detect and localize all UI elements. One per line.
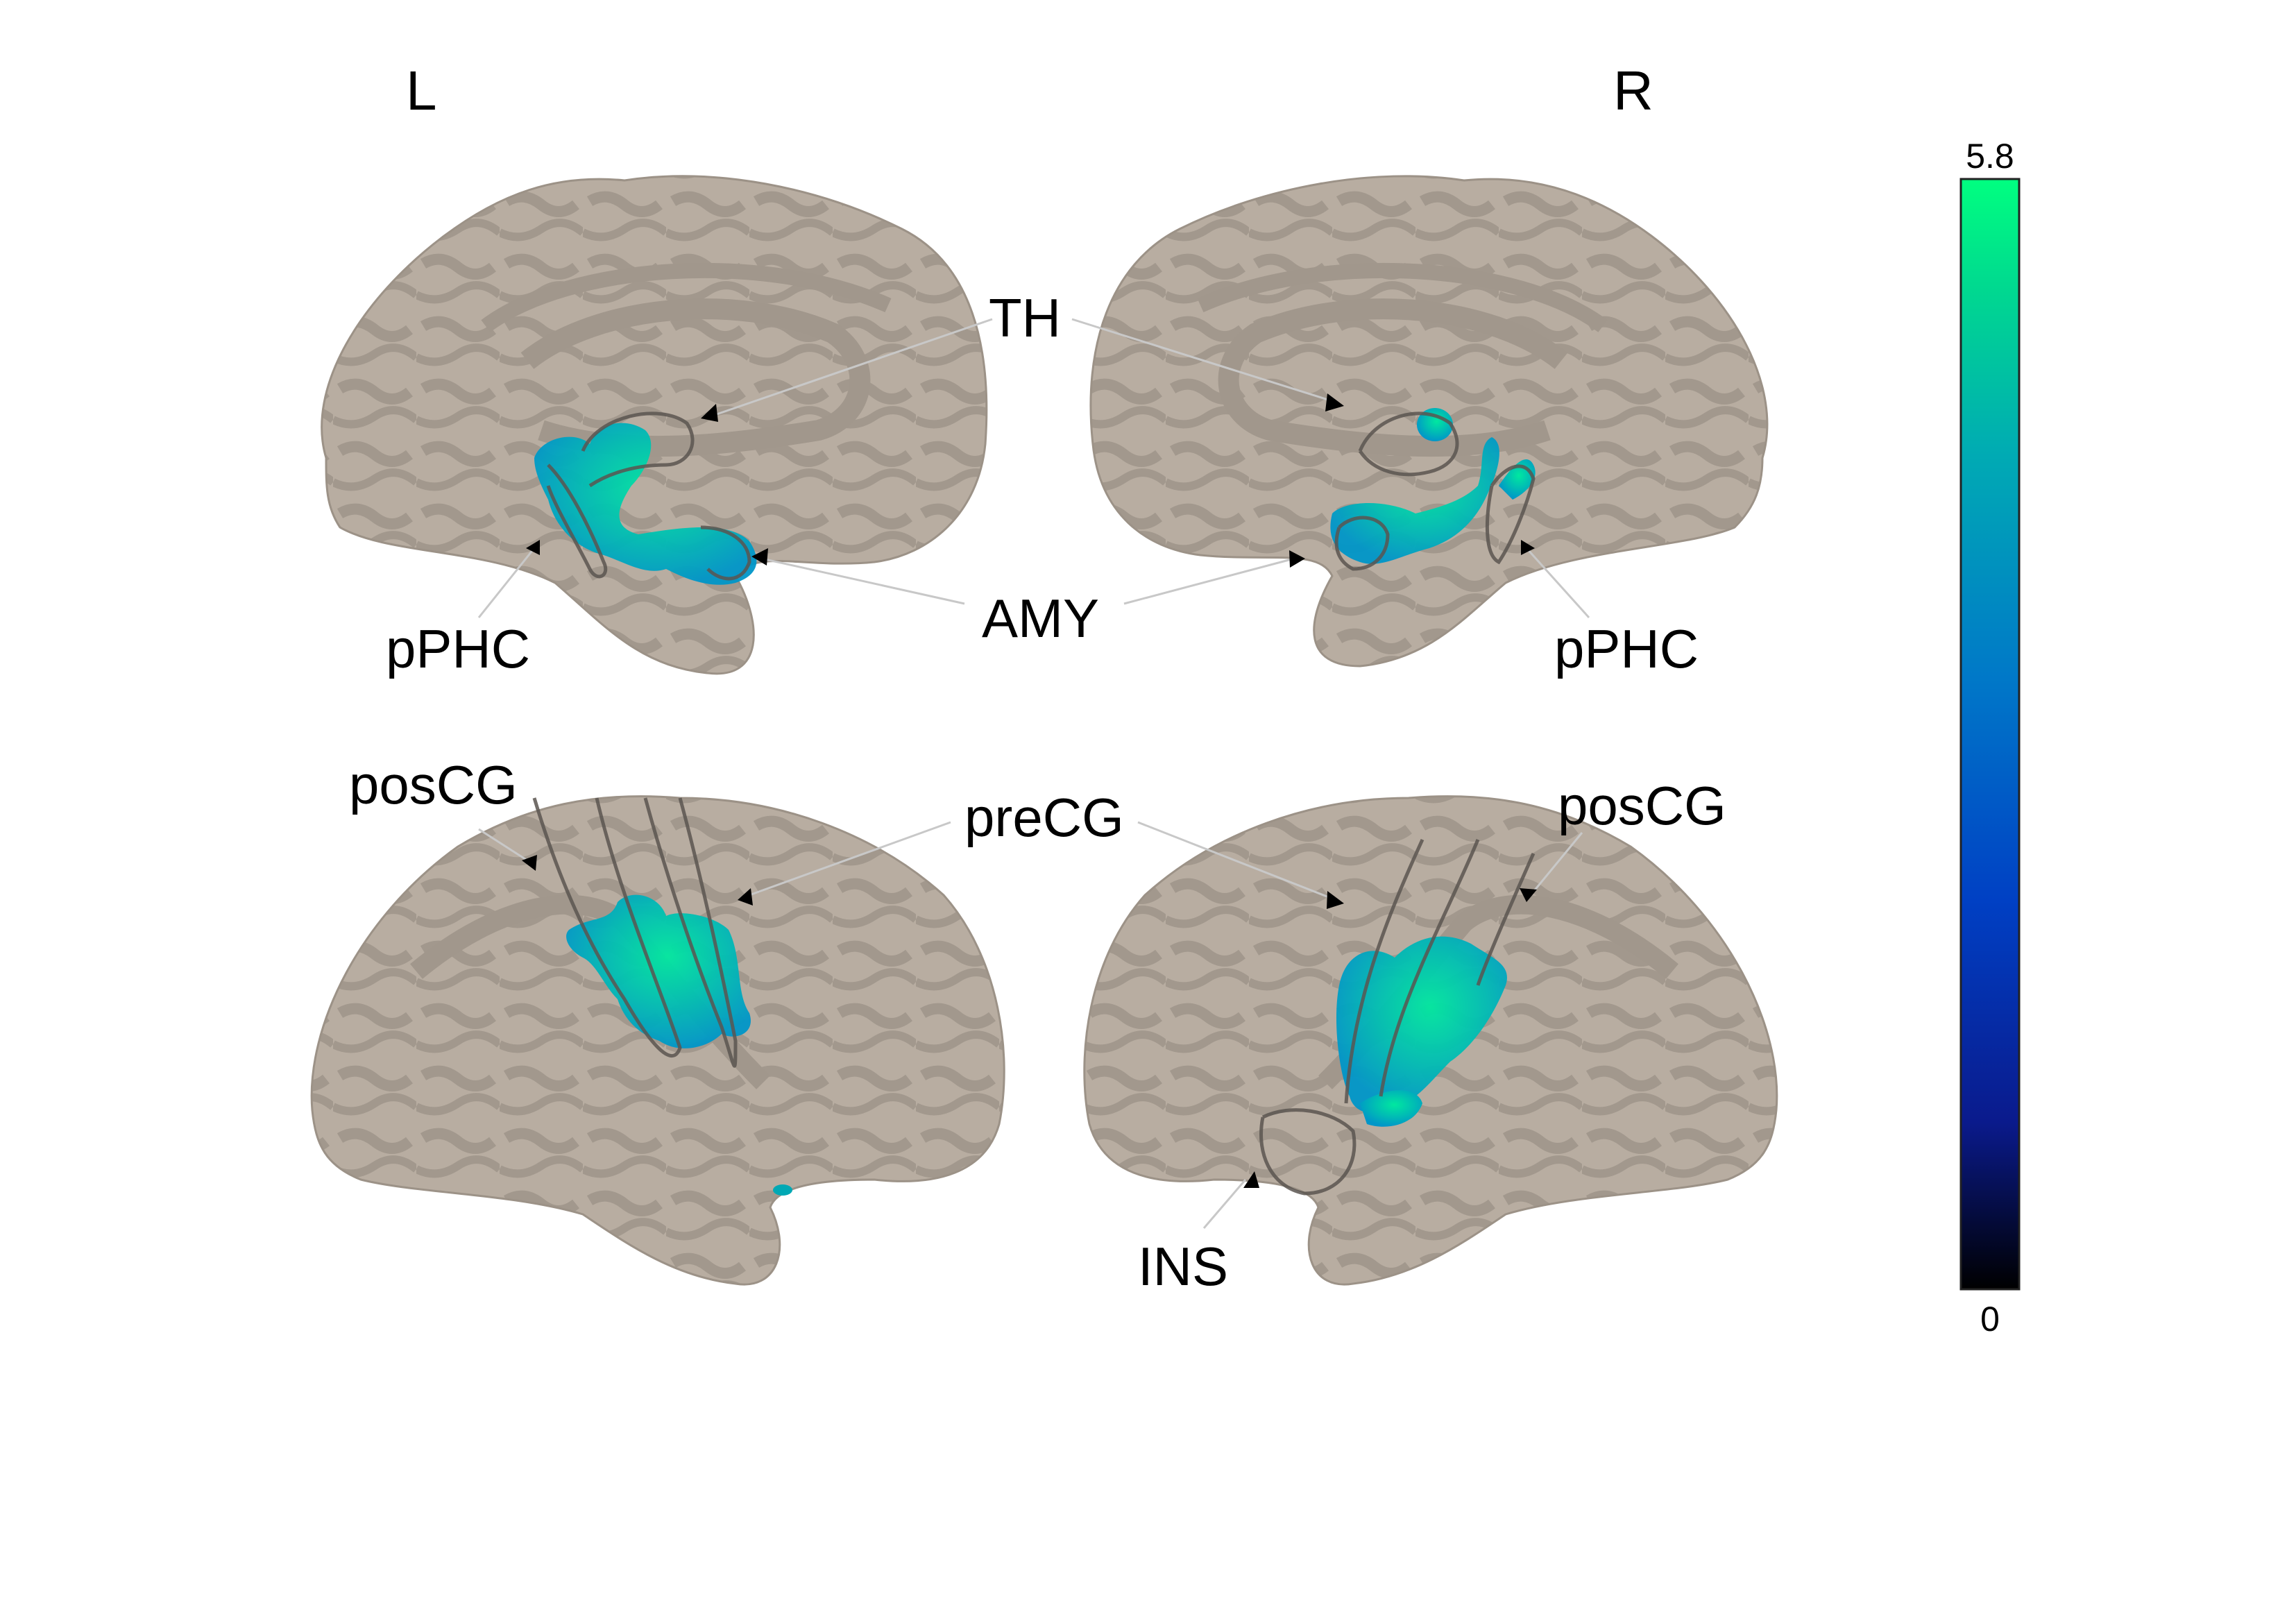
left-hemisphere-label: L <box>406 60 437 121</box>
label-poscg-right: posCG <box>1558 775 1726 836</box>
left-lateral-outlines <box>532 797 738 1068</box>
left-medial-outlines <box>546 411 751 581</box>
arrowhead-pphc-left <box>526 540 540 555</box>
left-medial-brain <box>321 175 988 675</box>
arrowhead-th-right <box>1325 393 1344 411</box>
arrowhead-ins <box>1243 1171 1259 1188</box>
arrowhead-amy-left <box>751 548 768 566</box>
label-poscg-left: posCG <box>349 754 518 815</box>
colorbar-min-label: 0 <box>1980 1300 2000 1339</box>
right-lateral-outlines <box>1259 838 1536 1196</box>
arrowhead-th-left <box>701 404 718 422</box>
annotation-arrowheads <box>522 393 1537 1188</box>
right-lateral-activation <box>1336 936 1507 1127</box>
arrowhead-pphc-right <box>1521 540 1535 555</box>
arrowhead-precg-left <box>738 888 753 906</box>
label-pphc-left: pPHC <box>386 618 530 679</box>
right-medial-outlines <box>1334 411 1536 571</box>
arrowhead-poscg-left <box>522 855 537 871</box>
label-precg: preCG <box>964 787 1124 848</box>
annotation-leaders <box>477 318 1590 1229</box>
left-lateral-activation <box>566 894 792 1196</box>
arrowhead-poscg-right <box>1520 888 1537 902</box>
colorbar: 5.8 0 <box>1959 137 2021 1339</box>
arrowhead-amy-right <box>1289 550 1305 568</box>
label-ins: INS <box>1138 1236 1228 1297</box>
colorbar-gradient <box>1959 178 2021 1291</box>
label-amy: AMY <box>982 588 1099 649</box>
label-pphc-right: pPHC <box>1554 618 1699 679</box>
label-th: TH <box>989 287 1061 348</box>
colorbar-max-label: 5.8 <box>1966 137 2014 176</box>
left-medial-activation <box>534 423 757 585</box>
right-hemisphere-label: R <box>1613 60 1653 121</box>
arrowhead-precg-right <box>1327 891 1344 909</box>
